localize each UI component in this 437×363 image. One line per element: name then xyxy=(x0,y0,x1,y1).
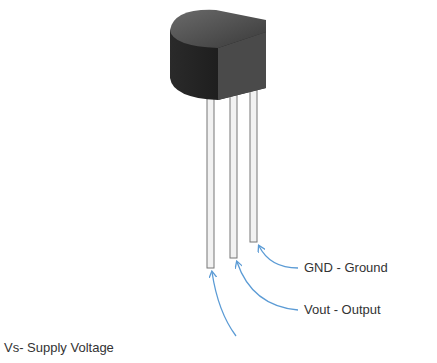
leader-arrow xyxy=(237,262,298,310)
pin-vout xyxy=(230,92,237,258)
pin-label: GND - Ground xyxy=(304,260,388,276)
pin-gnd xyxy=(250,86,257,242)
pin-label: Vs- Supply Voltage xyxy=(4,340,114,356)
pin-label: Vout - Output xyxy=(304,302,381,318)
leader-arrow xyxy=(212,272,236,336)
package-top xyxy=(170,10,266,48)
leader-arrow xyxy=(259,246,298,268)
pin-vs xyxy=(207,92,214,268)
